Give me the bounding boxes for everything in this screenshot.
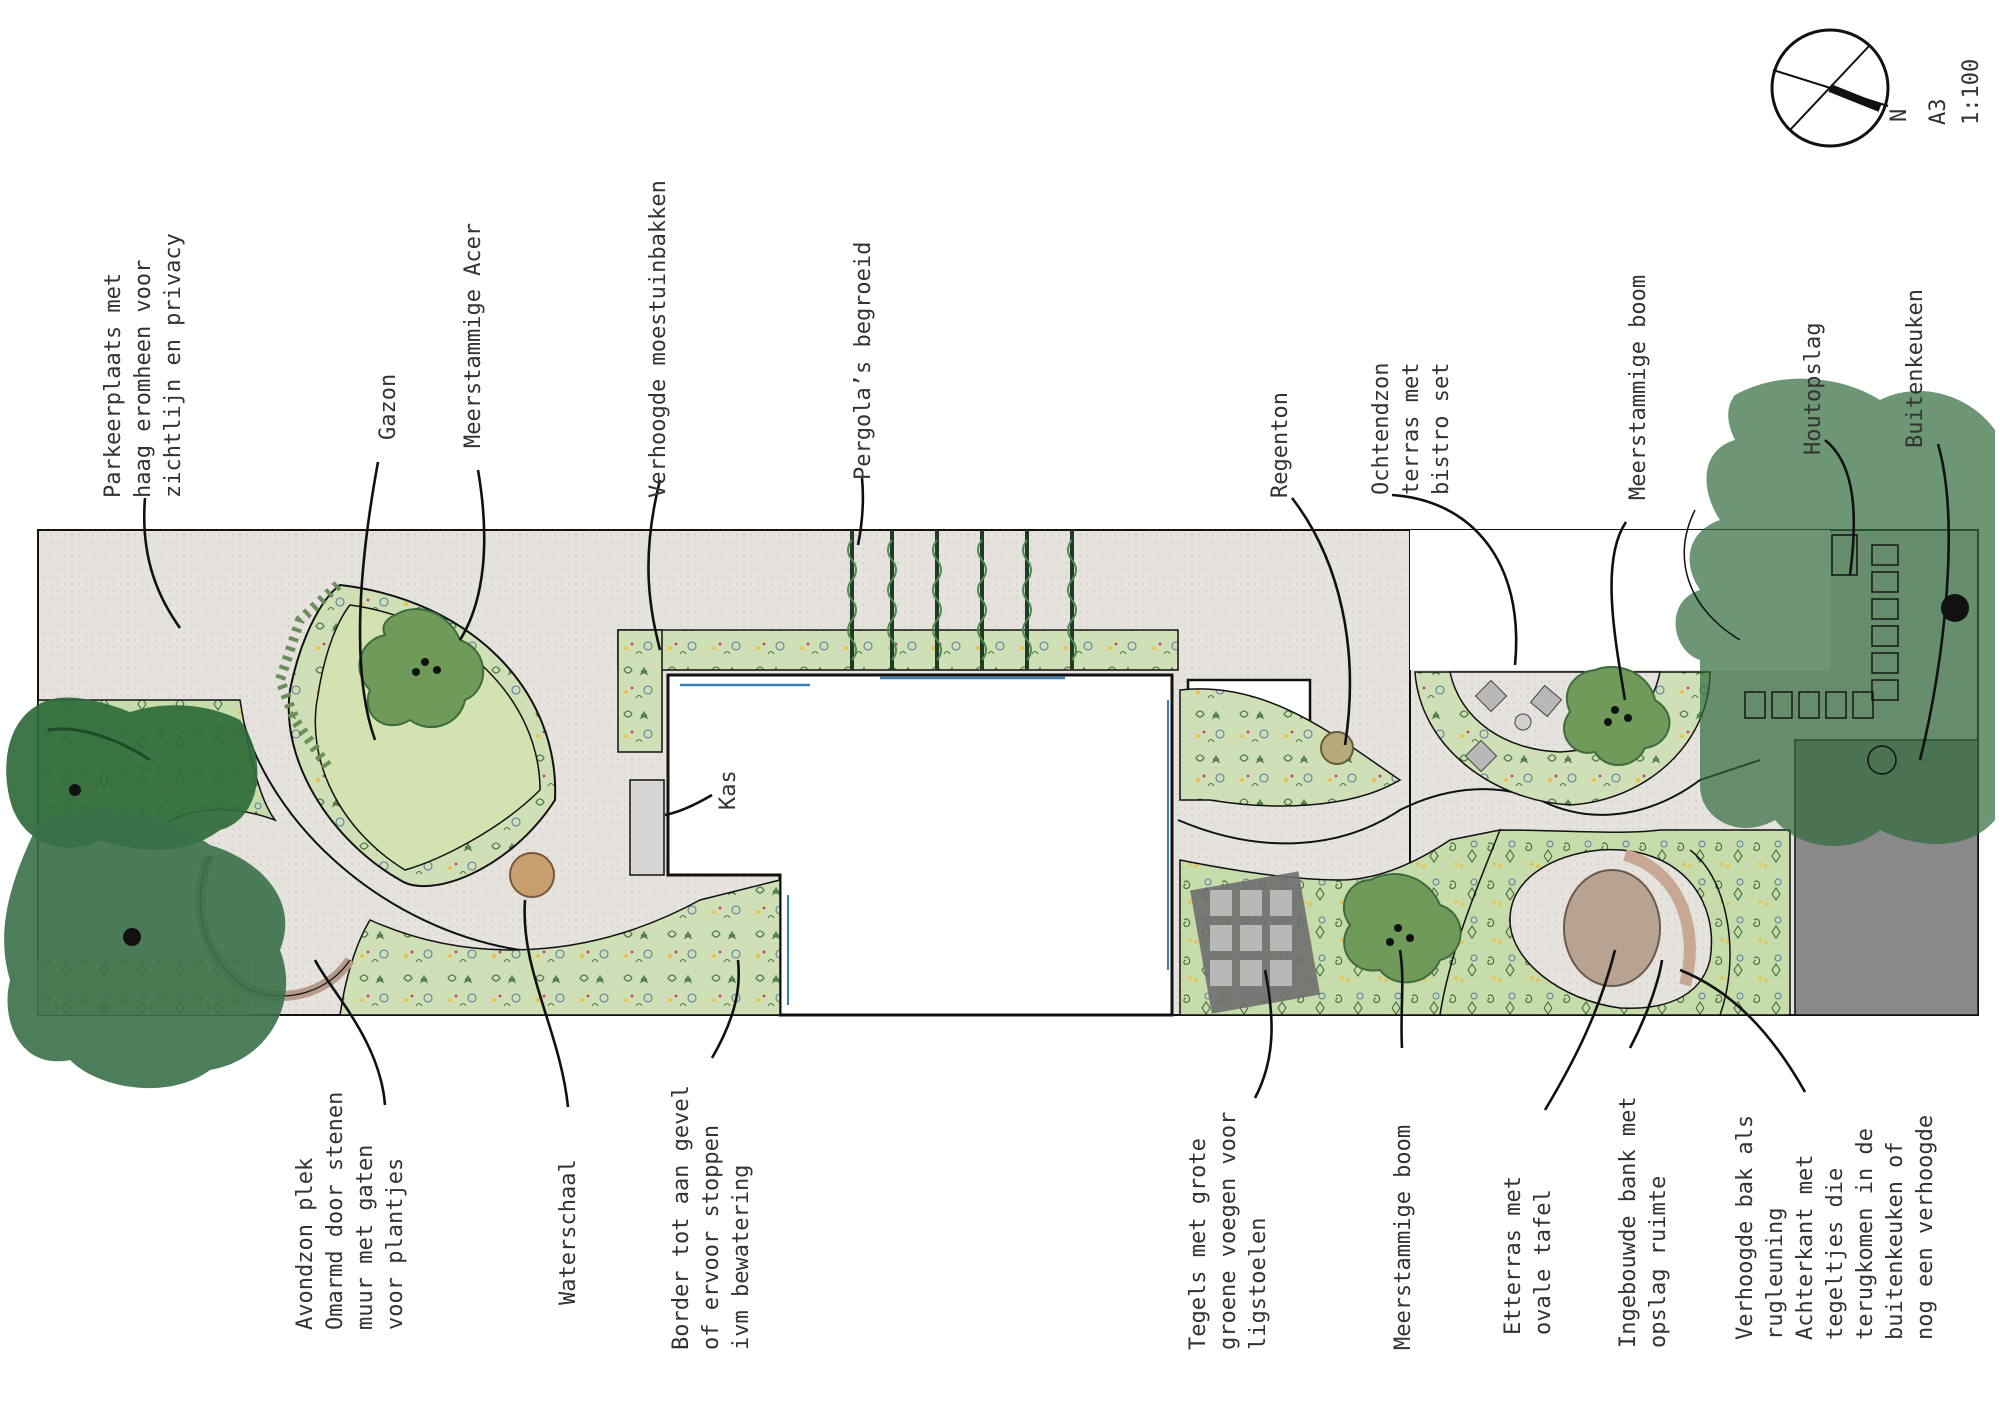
north-label: N: [1887, 109, 1912, 122]
eat-terrace-area: [1439, 829, 1791, 1016]
waterschaal: [509, 852, 555, 898]
label-border-line-3: ivm bewatering: [729, 1165, 754, 1350]
regenton: [1320, 731, 1354, 765]
rear-tree-canopy: [1675, 378, 1995, 847]
label-moestuin-line-1: Verhoogde moestuinbakken: [646, 180, 671, 498]
sheet-format: A3: [1926, 99, 1951, 126]
label-etterras-line-2: ovale tafel: [1531, 1189, 1556, 1335]
tree-hedge-bottom: [4, 809, 287, 1089]
label-avondzon-line-3: muur met gaten: [353, 1145, 378, 1330]
label-kas: Kas: [716, 770, 741, 810]
oval-table: [1563, 869, 1661, 987]
label-houtopslag-line-1: Houtopslag: [1801, 323, 1826, 455]
label-etterras-line-1: Etterras met: [1501, 1176, 1526, 1335]
buitenkeuken-grill: [1941, 594, 1969, 622]
sheet-scale: 1:100: [1959, 59, 1984, 125]
label-border-line-2: of ervoor stoppen: [699, 1125, 724, 1350]
label-avondzon-line-2: Omarmd door stenen: [323, 1092, 348, 1330]
label-boom-top-line-1: Meerstammige boom: [1626, 275, 1651, 500]
label-verhoogde-bak-line-5: terugkomen in de: [1853, 1128, 1878, 1340]
meerstammige-boom-bottom: [1343, 873, 1462, 984]
label-bank-line-2: opslag ruimte: [1646, 1176, 1671, 1348]
label-parkeerplaats-line-2: haag eromheen voor: [131, 260, 156, 498]
label-bank-line-1: Ingebouwde bank met: [1616, 1096, 1641, 1348]
trees-left: [4, 697, 287, 1089]
label-gazon-line-1: Gazon: [376, 374, 401, 440]
ligstoel-tiles: [1190, 871, 1321, 1014]
label-parkeerplaats-line-1: Parkeerplaats met: [101, 273, 126, 498]
label-verhoogde-bak-line-6: buitenkeuken of: [1883, 1141, 1908, 1340]
label-boom-bottom-line-1: Meerstammige boom: [1391, 1125, 1416, 1350]
kitchen-tiles: [1744, 544, 1899, 719]
label-verhoogde-bak-line-2: rugleuning: [1763, 1208, 1788, 1340]
label-tegels-line-3: ligstoelen: [1246, 1218, 1271, 1350]
label-acer-line-1: Meerstammige Acer: [461, 223, 486, 448]
label-verhoogde-bak-line-1: Verhoogde bak als: [1733, 1115, 1758, 1340]
leader-lines: [142, 438, 1950, 1111]
tree-hedge-top: [6, 697, 258, 850]
planting-by-shed: [1179, 688, 1402, 807]
bistro-chair-1: [1474, 679, 1508, 713]
label-ochtendzon-line-3: bistro set: [1429, 363, 1454, 495]
label-tegels-line-2: groene voegen voor: [1216, 1112, 1241, 1350]
label-tegels-line-1: Tegels met grote: [1186, 1138, 1211, 1350]
label-regenton-line-1: Regenton: [1268, 392, 1293, 498]
rear-area: [1675, 378, 1995, 1016]
label-avondzon-line-1: Avondzon plek: [293, 1158, 318, 1330]
label-pergola-line-1: Pergola’s begroeid: [851, 242, 876, 480]
label-parkeerplaats-line-3: zichtlijn en privacy: [161, 233, 186, 498]
north-arrow-compass: [1770, 28, 1890, 148]
label-buitenkeuken-line-1: Buitenkeuken: [1903, 289, 1928, 448]
built-in-bench: [1623, 849, 1696, 987]
label-verhoogde-bak-line-3: Achterkant met: [1793, 1155, 1818, 1340]
kas-greenhouse: [629, 779, 665, 876]
label-avondzon-line-4: voor plantjes: [383, 1158, 408, 1330]
label-border-line-1: Border tot aan gevel: [669, 1085, 694, 1350]
label-verhoogde-bak-line-4: tegeltjes die: [1823, 1168, 1848, 1340]
label-ochtendzon-line-1: Ochtendzon: [1369, 363, 1394, 495]
raised-vegetable-beds: [617, 629, 1179, 753]
border-along-facade: [339, 879, 781, 1016]
bistro-chair-2: [1529, 684, 1563, 718]
meerstammige-boom-top: [1563, 665, 1671, 766]
bistro-table: [1514, 713, 1532, 731]
label-waterschaal-line-1: Waterschaal: [556, 1159, 581, 1305]
label-verhoogde-bak-line-7: nog een verhoogde: [1913, 1115, 1938, 1340]
label-ochtendzon-line-2: terras met: [1399, 363, 1424, 495]
wood-storage: [1831, 534, 1858, 576]
